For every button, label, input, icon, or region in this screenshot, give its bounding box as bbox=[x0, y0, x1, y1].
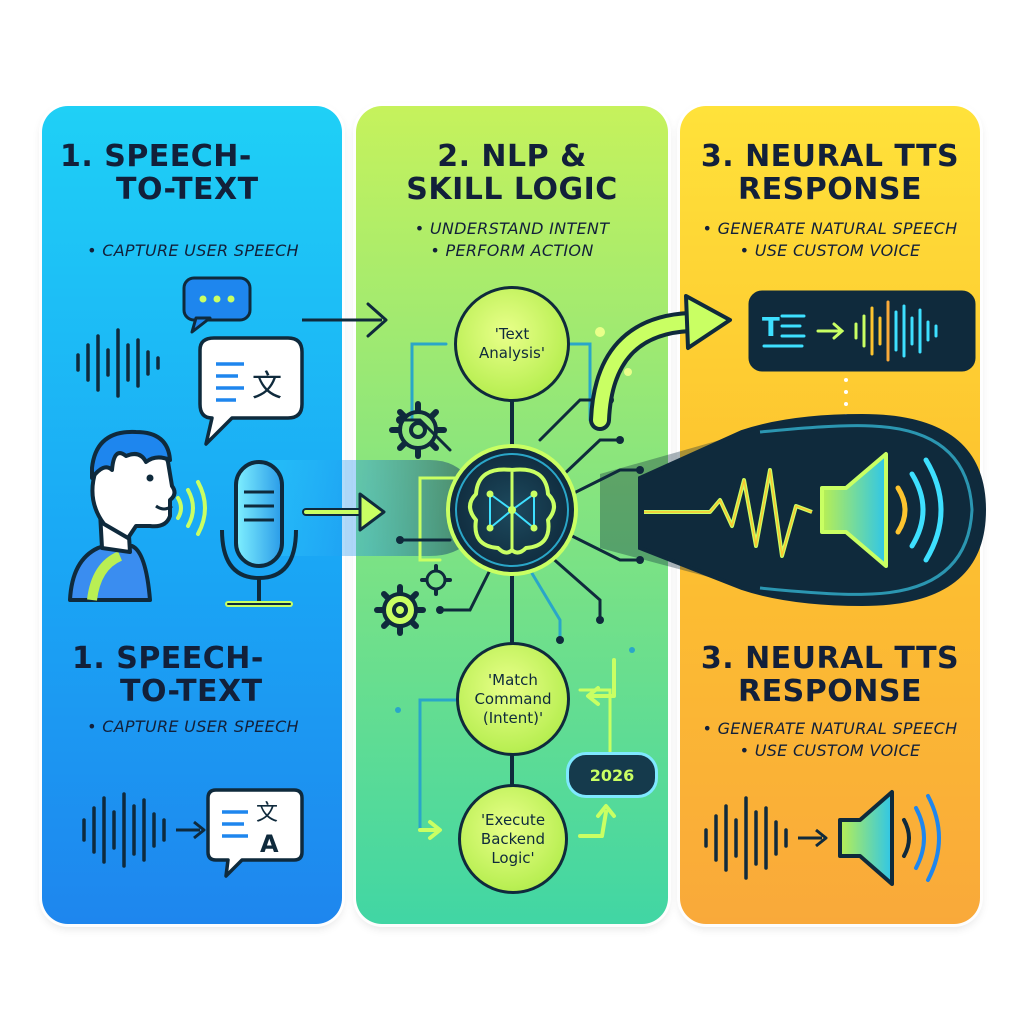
stage-3-title-line-2: RESPONSE bbox=[738, 172, 922, 207]
latin-glyph: A bbox=[260, 830, 279, 858]
arrow-right-icon bbox=[302, 302, 388, 338]
wave-to-text-row: 文 A bbox=[82, 788, 304, 878]
speaker-output-capsule bbox=[638, 413, 987, 607]
flow-node-line: Logic' bbox=[491, 848, 535, 867]
stage-3-title: 3. NEURAL TTS RESPONSE bbox=[688, 140, 972, 206]
gear-icon bbox=[389, 401, 447, 459]
flow-node-line: Analysis' bbox=[479, 344, 545, 362]
stage-1-bullet: CAPTURE USER SPEECH bbox=[58, 240, 328, 262]
return-arrow-icon bbox=[418, 658, 616, 840]
flow-node-text-analysis: 'Text Analysis' bbox=[454, 286, 570, 402]
flow-node-line: 'Text bbox=[494, 325, 530, 343]
arrow-right-icon bbox=[176, 820, 206, 840]
sound-wave-icon bbox=[704, 796, 788, 880]
stage-1-repeat-title: 1. SPEECH- TO-TEXT bbox=[60, 642, 300, 708]
flow-node-line: 'Execute bbox=[480, 810, 546, 829]
flow-node-line: 'Match bbox=[488, 670, 538, 689]
gear-icon bbox=[374, 584, 426, 636]
stage-3-repeat-title-line-2: RESPONSE bbox=[738, 674, 922, 709]
speaking-person-icon bbox=[68, 429, 177, 602]
sound-wave-icon bbox=[76, 328, 160, 398]
stage-3-title-line-1: 3. NEURAL TTS bbox=[700, 139, 960, 174]
flow-node-line: Command bbox=[474, 689, 552, 708]
text-mark-glyph: T bbox=[762, 313, 780, 343]
stage-3-bullet: USE CUSTOM VOICE bbox=[688, 240, 972, 262]
translate-document-icon: 文 A bbox=[206, 788, 304, 878]
arrow-to-brain-icon bbox=[302, 492, 386, 532]
stage-2-title-line-1: 2. NLP & bbox=[437, 139, 587, 174]
gear-icon bbox=[420, 564, 452, 596]
stage-2-bullet: PERFORM ACTION bbox=[372, 240, 652, 262]
flow-node-match-command: 'Match Command (Intent)' bbox=[456, 642, 570, 756]
stage-1-repeat-title-line-2: TO-TEXT bbox=[120, 674, 263, 709]
stage-1-repeat-bullet: CAPTURE USER SPEECH bbox=[58, 716, 328, 738]
wave-to-speaker-row bbox=[704, 790, 941, 886]
typing-bubble-icon bbox=[182, 276, 252, 334]
stage-1-bullets: CAPTURE USER SPEECH bbox=[58, 240, 328, 262]
stage-3-repeat-bullet: USE CUSTOM VOICE bbox=[688, 740, 972, 762]
year-badge: 2026 bbox=[566, 752, 658, 798]
brain-icon bbox=[446, 444, 578, 576]
stage-2-title-line-2: SKILL LOGIC bbox=[406, 172, 618, 207]
stage-2-bullet: UNDERSTAND INTENT bbox=[372, 218, 652, 240]
stage-3-repeat-title-line-1: 3. NEURAL TTS bbox=[700, 641, 960, 676]
flow-node-execute-backend: 'Execute Backend Logic' bbox=[458, 784, 568, 894]
curved-arrow-icon bbox=[589, 294, 732, 431]
circuit-traces bbox=[395, 327, 644, 832]
stage-1-repeat-bullets: CAPTURE USER SPEECH bbox=[58, 716, 328, 738]
translate-bubble-icon: 文 bbox=[198, 336, 304, 446]
stage-1-repeat-title-line-1: 1. SPEECH- bbox=[72, 641, 264, 676]
stage-2-title: 2. NLP & SKILL LOGIC bbox=[372, 140, 652, 206]
speaker-icon bbox=[820, 452, 944, 568]
arrow-right-icon bbox=[816, 322, 845, 340]
stage-3-bullet: GENERATE NATURAL SPEECH bbox=[688, 218, 972, 240]
stage-3-repeat-bullets: GENERATE NATURAL SPEECH USE CUSTOM VOICE bbox=[688, 718, 972, 762]
translate-glyph: 文 bbox=[252, 369, 282, 404]
stage-1-title-line-1: 1. SPEECH- bbox=[60, 139, 252, 174]
flow-node-line: Backend bbox=[480, 829, 546, 848]
stage-3-bullets: GENERATE NATURAL SPEECH USE CUSTOM VOICE bbox=[688, 218, 972, 262]
translate-glyph: 文 bbox=[256, 801, 278, 826]
microphone-icon bbox=[220, 460, 298, 607]
speaker-icon bbox=[838, 790, 941, 886]
stage-2-bullets: UNDERSTAND INTENT PERFORM ACTION bbox=[372, 218, 652, 262]
flow-node-line: (Intent)' bbox=[482, 708, 544, 727]
arrow-right-icon bbox=[798, 828, 828, 848]
stage-1-title: 1. SPEECH- TO-TEXT bbox=[60, 140, 280, 206]
text-to-speech-card: T bbox=[748, 290, 976, 418]
voice-wave-icon bbox=[176, 480, 207, 536]
stage-3-repeat-title: 3. NEURAL TTS RESPONSE bbox=[690, 642, 970, 708]
stage-1-title-line-2: TO-TEXT bbox=[116, 172, 259, 207]
sound-wave-icon bbox=[854, 300, 938, 362]
stage-3-repeat-bullet: GENERATE NATURAL SPEECH bbox=[688, 718, 972, 740]
sound-wave-icon bbox=[82, 792, 166, 868]
